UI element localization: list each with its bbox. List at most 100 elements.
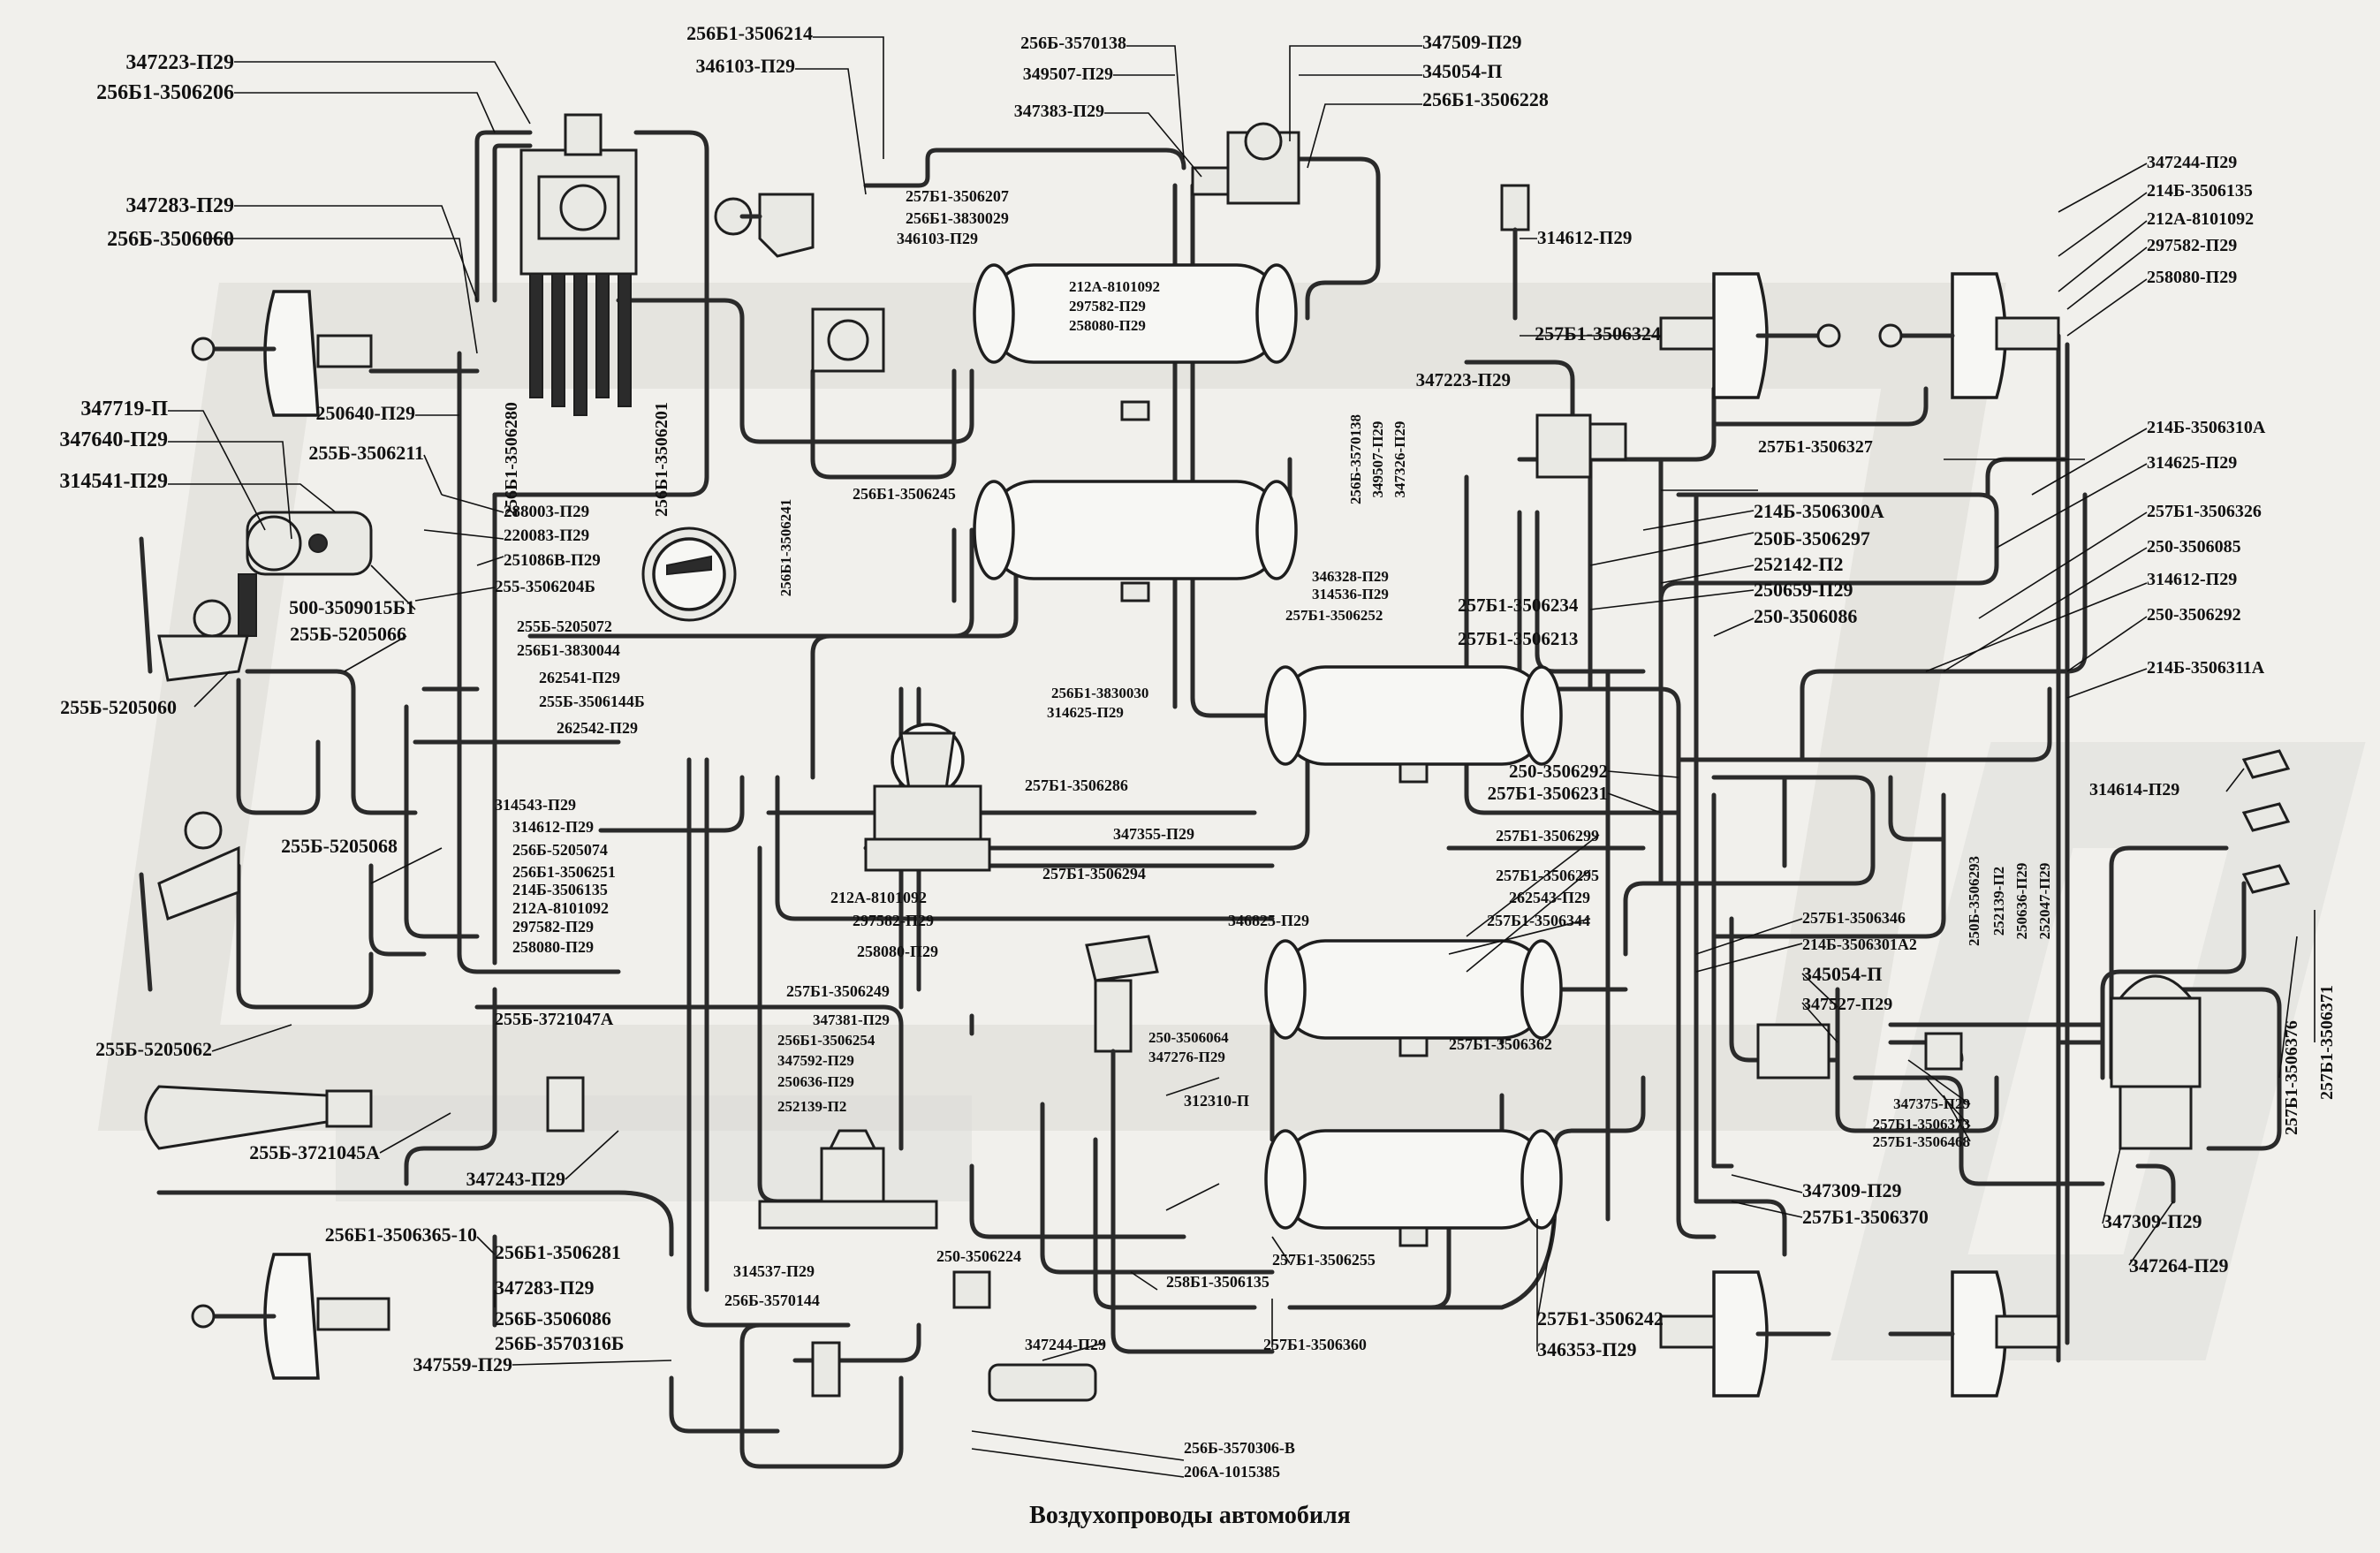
part-number-label: 256Б-3506086 [495, 1307, 611, 1330]
bottom-filter [811, 1270, 1097, 1402]
part-number-label: 206А-1015385 [1184, 1463, 1280, 1481]
part-number-label: 256Б1-3830030 [1051, 685, 1148, 701]
part-number-label: 314537-П29 [733, 1262, 815, 1280]
part-number-label: 212А-8101092 [830, 889, 927, 906]
air-horn [144, 1076, 585, 1150]
part-number-label: 257Б1-3506360 [1263, 1336, 1367, 1353]
part-number-label: 258080-П29 [512, 938, 594, 956]
part-number-label: 347640-П29 [59, 428, 168, 451]
part-number-label: 252047-П29 [2036, 863, 2053, 940]
part-number-label: 346825-П29 [1228, 912, 1309, 929]
trailer-couplings [2241, 749, 2291, 894]
part-number-label: 297582-П29 [1069, 298, 1146, 314]
part-number-label: 252142-П2 [1754, 553, 1843, 575]
part-number-label: 256Б-3570316Б [495, 1332, 624, 1354]
part-number-label: 220083-П29 [504, 527, 589, 545]
part-number-label: 262541-П29 [539, 669, 620, 686]
part-number-label: 314541-П29 [59, 470, 168, 493]
part-number-label: 257Б1-3506286 [1025, 776, 1128, 794]
part-number-label: 256Б-3570144 [724, 1292, 820, 1309]
part-number-label: 250640-П29 [316, 402, 415, 424]
part-number-label: 256Б1-3506251 [512, 863, 616, 881]
part-number-label: 214Б-3506310А [2147, 418, 2266, 437]
part-number-label: 257Б1-3506252 [1285, 607, 1383, 624]
part-number-label: 250Б-3506293 [1966, 856, 1982, 946]
part-number-label: 214Б-3506300А [1754, 500, 1884, 522]
air-tank-4 [1264, 939, 1563, 1040]
part-number-label: 347381-П29 [813, 1011, 890, 1028]
components [139, 113, 2291, 1402]
part-number-label: 250636-П29 [777, 1073, 854, 1090]
air-tanks [973, 263, 1563, 1247]
part-number-label: 347223-П29 [125, 51, 234, 74]
part-number-label: 257Б1-3506249 [786, 982, 890, 1000]
valve-right-top [1535, 413, 1627, 479]
part-number-label: 314612-П29 [1537, 227, 1632, 248]
part-number-label: 250Б-3506297 [1754, 527, 1870, 549]
part-number-label: 257Б1-3506376 [2282, 1020, 2301, 1135]
part-number-label: 346103-П29 [897, 230, 978, 247]
part-number-label: 314612-П29 [2147, 570, 2237, 589]
part-number-label: 262542-П29 [557, 719, 638, 737]
part-number-label: 256Б1-3830044 [517, 641, 620, 659]
part-number-label: 262543-П29 [1509, 889, 1590, 906]
air-tank-1 [973, 263, 1298, 364]
part-number-label: 314625-П29 [1047, 704, 1124, 721]
part-number-label: 257Б1-3506294 [1042, 865, 1146, 883]
part-number-label: 297582-П29 [2147, 236, 2237, 255]
part-number-label: 214Б-3506135 [512, 881, 608, 898]
part-number-label: 347264-П29 [2129, 1254, 2228, 1276]
part-number-label: 212А-8101092 [1069, 278, 1160, 295]
part-number-label: 250-3506292 [1509, 761, 1608, 782]
part-number-label: 256Б1-3506241 [777, 499, 794, 596]
part-number-label: 314536-П29 [1312, 586, 1389, 602]
part-number-label: 255Б-5205066 [290, 623, 406, 645]
part-number-label: 347719-П [80, 398, 168, 420]
part-number-label: 256Б1-3506206 [96, 81, 234, 104]
part-number-label: 347509-П29 [1422, 31, 1521, 53]
brake-valve-top-left [519, 113, 638, 416]
part-number-label: 347243-П29 [466, 1168, 565, 1190]
part-number-label: 347244-П29 [1025, 1336, 1106, 1353]
part-number-label: 255Б-5205072 [517, 617, 612, 635]
part-number-label: 258080-П29 [857, 943, 938, 960]
part-number-label: 346103-П29 [696, 55, 795, 77]
air-tank-3 [1264, 665, 1563, 766]
part-number-label: 250636-П29 [2013, 863, 2030, 940]
part-number-label: 257Б1-3506326 [2147, 502, 2262, 521]
part-number-label: 258080-П29 [2147, 268, 2237, 287]
part-number-label: 256Б1-3506281 [495, 1241, 621, 1263]
lower-left-valve [758, 1129, 938, 1230]
brake-chamber-front-right [1659, 272, 1841, 399]
brake-chamber-front-right-2 [1878, 272, 2060, 399]
part-number-label: 345054-П [1422, 60, 1502, 82]
part-number-label: 257Б1-3506255 [1272, 1251, 1376, 1269]
part-number-label: 349507-П29 [1023, 64, 1113, 84]
part-number-label: 257Б1-3506346 [1802, 909, 1906, 927]
brake-chambers [191, 272, 2060, 1398]
part-number-label: 250-3506064 [1148, 1029, 1229, 1046]
part-number-label: 255Б-5205060 [60, 696, 177, 718]
part-number-label: 256Б1-3506201 [652, 402, 671, 517]
part-number-label: 256Б1-3830029 [906, 209, 1009, 227]
part-number-label: 314612-П29 [512, 818, 594, 836]
part-number-label: 257Б1-3506324 [1535, 322, 1661, 345]
air-tank-5 [1264, 1129, 1563, 1230]
right-valve-stem [1500, 184, 1530, 321]
relay-valve-right [2110, 974, 2202, 1150]
part-number-label: 257Б1-3506295 [1496, 867, 1599, 884]
part-number-label: 256Б-3570138 [1347, 414, 1364, 504]
part-number-label: 347527-П29 [1802, 995, 1892, 1014]
part-number-label: 256Б1-3506214 [686, 22, 813, 44]
part-number-label: 347223-П29 [1416, 369, 1511, 390]
part-number-label: 258080-П29 [1069, 317, 1146, 334]
part-number-label: 347283-П29 [125, 194, 234, 217]
part-number-label: 250-3506085 [2147, 537, 2241, 557]
part-number-label: 347326-П29 [1391, 421, 1408, 498]
brake-chamber-rear-right-2 [1888, 1270, 2060, 1398]
part-number-label: 347244-П29 [2147, 153, 2237, 172]
part-number-label: 347559-П29 [413, 1353, 512, 1375]
part-number-label: 257Б1-3506370 [1802, 1206, 1929, 1228]
part-number-label: 250659-П29 [1754, 579, 1853, 601]
